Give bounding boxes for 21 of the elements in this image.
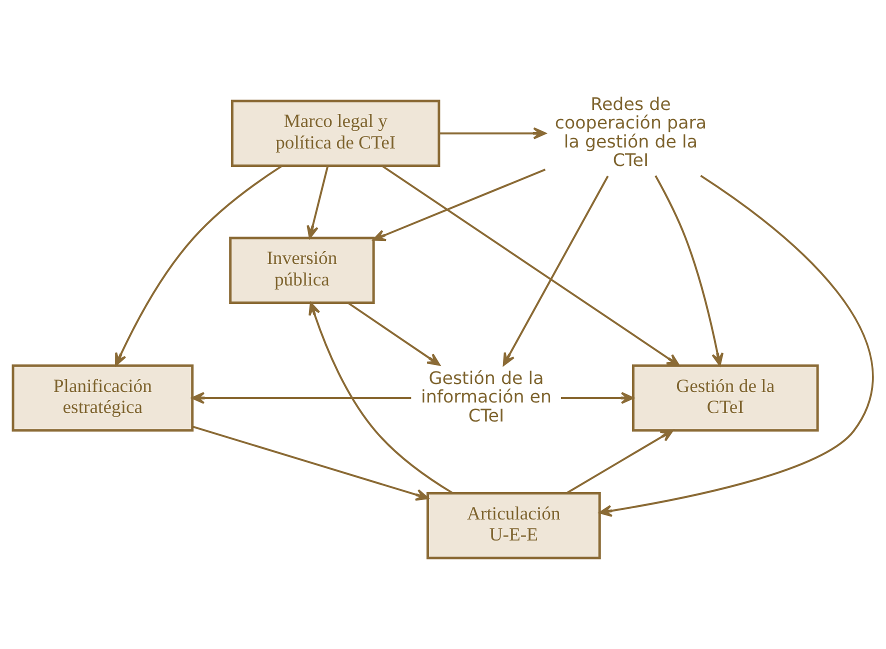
arrow: [502, 176, 609, 366]
arrow: [566, 429, 674, 494]
arrow: [115, 164, 283, 366]
arrow: [347, 302, 440, 366]
arrow: [372, 168, 546, 242]
arrow: [192, 392, 412, 404]
arrow: [308, 302, 454, 494]
arrow: [439, 127, 546, 140]
arrow: [561, 392, 634, 404]
node-box: Inversión pública: [229, 236, 375, 304]
node-box: Planificación estratégica: [12, 364, 194, 432]
arrow: [599, 174, 874, 517]
arrow: [382, 165, 680, 366]
node-box: Marco legal y política de CTeI: [230, 100, 440, 167]
arrow: [192, 426, 429, 501]
arrow: [654, 175, 724, 366]
node-box: Articulación U-E-E: [426, 492, 601, 560]
node-text: Redes de cooperación para la gestión de la CTeI: [554, 94, 707, 171]
node-text: Gestión de la información en CTeI: [420, 368, 552, 426]
arrow: [306, 166, 329, 239]
node-box: Gestión de la CTeI: [632, 364, 819, 432]
